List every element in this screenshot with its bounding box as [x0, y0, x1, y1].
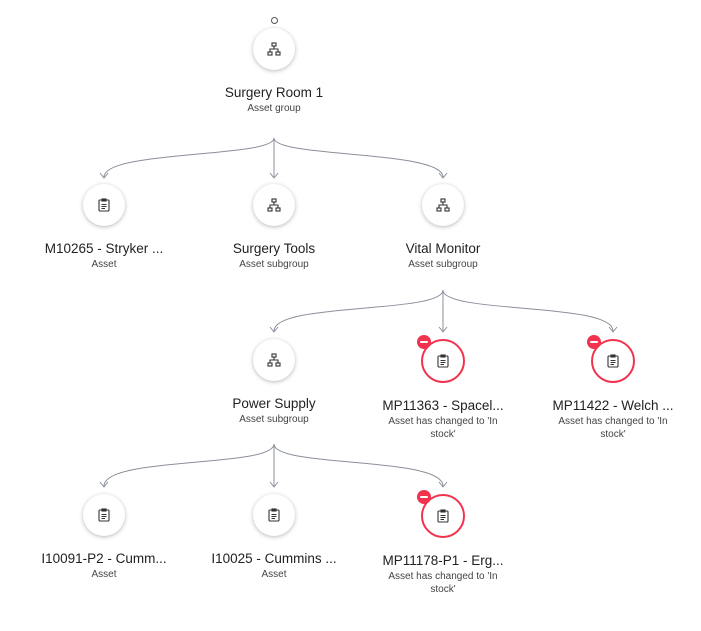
node-mp11178-p1[interactable]: MP11178-P1 - Erg... Asset has changed to… — [353, 490, 533, 596]
remove-badge-icon[interactable] — [417, 490, 431, 504]
arrowhead — [99, 481, 109, 488]
node-title: MP11363 - Spacel... — [382, 398, 504, 413]
hierarchy-icon — [267, 42, 281, 56]
node-mp11422[interactable]: MP11422 - Welch ... Asset has changed to… — [523, 335, 701, 441]
node-title: Surgery Tools — [232, 241, 316, 256]
node-surgery-room-1[interactable]: Surgery Room 1 Asset group — [184, 28, 364, 115]
node-title: Vital Monitor — [405, 241, 481, 256]
node-subtitle: Asset has changed to 'In stock' — [558, 416, 668, 440]
node-subtitle: Asset subgroup — [239, 259, 309, 270]
node-circle[interactable] — [83, 184, 125, 226]
arrowhead — [438, 481, 448, 488]
node-subtitle: Asset subgroup — [239, 414, 309, 425]
node-circle-alert[interactable] — [417, 490, 465, 538]
connector-to-power-supply — [273, 289, 444, 332]
connector-to-mp11178 — [273, 443, 444, 487]
arrowhead — [608, 326, 618, 333]
clipboard-icon — [98, 198, 110, 212]
node-circle[interactable] — [422, 184, 464, 226]
node-circle[interactable] — [253, 28, 295, 70]
clipboard-icon — [437, 354, 449, 368]
node-subtitle: Asset — [91, 569, 117, 580]
arrowhead — [269, 326, 279, 333]
node-circle-alert[interactable] — [417, 335, 465, 383]
hierarchy-icon — [267, 198, 281, 212]
hierarchy-icon — [267, 353, 281, 367]
node-title: Power Supply — [232, 396, 316, 411]
node-subtitle: Asset has changed to 'In stock' — [388, 416, 498, 440]
node-title: I10091-P2 - Cumm... — [41, 551, 167, 566]
clipboard-icon — [437, 509, 449, 523]
remove-badge-icon[interactable] — [587, 335, 601, 349]
arrowhead — [269, 481, 279, 488]
node-mp11363[interactable]: MP11363 - Spacel... Asset has changed to… — [353, 335, 533, 441]
node-i10025[interactable]: I10025 - Cummins ... Asset — [184, 494, 364, 581]
node-power-supply[interactable]: Power Supply Asset subgroup — [184, 339, 364, 426]
node-title: I10025 - Cummins ... — [211, 551, 337, 566]
hierarchy-icon — [436, 198, 450, 212]
connector-to-vital-monitor — [273, 137, 444, 178]
node-surgery-tools[interactable]: Surgery Tools Asset subgroup — [184, 184, 364, 271]
node-subtitle: Asset — [261, 569, 287, 580]
clipboard-icon — [98, 508, 110, 522]
clipboard-icon — [607, 354, 619, 368]
node-subtitle: Asset group — [247, 103, 301, 114]
arrowhead — [438, 172, 448, 179]
node-subtitle: Asset — [91, 259, 117, 270]
node-title: M10265 - Stryker ... — [44, 241, 164, 256]
node-title: MP11178-P1 - Erg... — [382, 553, 504, 568]
node-vital-monitor[interactable]: Vital Monitor Asset subgroup — [353, 184, 533, 271]
node-m10265[interactable]: M10265 - Stryker ... Asset — [14, 184, 194, 271]
node-title: Surgery Room 1 — [224, 85, 324, 100]
clipboard-icon — [268, 508, 280, 522]
node-circle[interactable] — [253, 184, 295, 226]
arrowhead — [269, 172, 279, 179]
node-circle-alert[interactable] — [587, 335, 635, 383]
arrowhead — [438, 326, 448, 333]
node-i10091-p2[interactable]: I10091-P2 - Cumm... Asset — [14, 494, 194, 581]
node-circle[interactable] — [253, 339, 295, 381]
root-connector-dot — [271, 17, 278, 24]
node-subtitle: Asset subgroup — [408, 259, 478, 270]
node-circle[interactable] — [253, 494, 295, 536]
node-circle[interactable] — [83, 494, 125, 536]
arrowhead — [99, 172, 109, 179]
remove-badge-icon[interactable] — [417, 335, 431, 349]
connector-to-mp11422 — [442, 289, 614, 332]
node-title: MP11422 - Welch ... — [552, 398, 674, 413]
connector-to-i10091 — [103, 443, 275, 487]
connector-to-m10265 — [103, 137, 275, 178]
node-subtitle: Asset has changed to 'In stock' — [388, 571, 498, 595]
